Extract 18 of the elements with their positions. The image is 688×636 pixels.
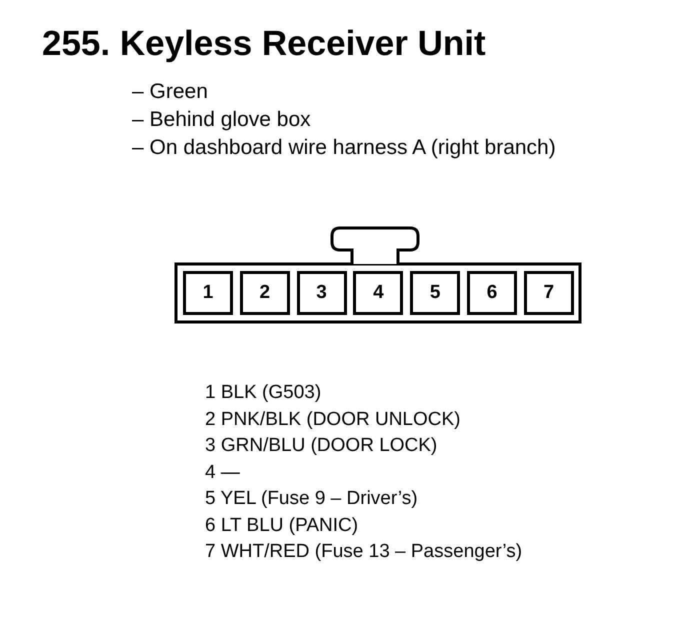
pin-description: 1 BLK (G503)	[205, 382, 322, 404]
pin-description: 5 YEL (Fuse 9 – Driver’s)	[205, 488, 418, 510]
pin-cell: 2	[240, 271, 290, 315]
pin-cell: 4	[353, 271, 404, 315]
note-text: – On dashboard wire harness A (right branch)	[132, 136, 556, 160]
note-text: – Behind glove box	[132, 108, 311, 132]
pin-description: 2 PNK/BLK (DOOR UNLOCK)	[205, 408, 460, 430]
pin-cell: 3	[296, 271, 347, 315]
heading: 255. Keyless Receiver Unit	[42, 24, 486, 64]
pin-description: 4 —	[205, 462, 240, 484]
pin-description: 6 LT BLU (PANIC)	[205, 514, 358, 536]
pin-description: 3 GRN/BLU (DOOR LOCK)	[205, 435, 438, 457]
pin-cell: 5	[410, 271, 460, 315]
pin-cell: 7	[524, 271, 574, 315]
pin-description: 7 WHT/RED (Fuse 13 – Passenger’s)	[205, 541, 522, 563]
note-text: – Green	[132, 80, 208, 104]
pin-cell: 6	[467, 271, 517, 315]
pin-cell: 1	[183, 271, 233, 315]
